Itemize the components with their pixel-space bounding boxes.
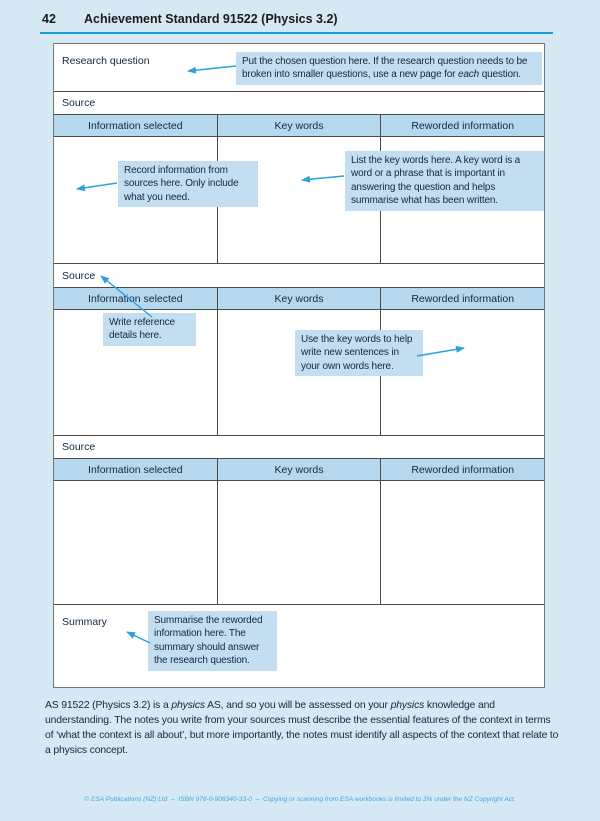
research-question-row: Research question bbox=[54, 44, 544, 91]
entry-cell bbox=[216, 481, 381, 604]
note-text: question. bbox=[479, 69, 521, 81]
header-rule bbox=[40, 32, 553, 34]
entry-cell bbox=[380, 481, 544, 604]
source-row-2: Source bbox=[54, 263, 544, 287]
column-header-information-selected: Information selected bbox=[54, 115, 217, 136]
note-record-information: Record information from sources here. On… bbox=[118, 161, 258, 208]
column-header-key-words: Key words bbox=[216, 115, 381, 136]
entry-cell bbox=[54, 481, 217, 604]
column-header-reworded-information: Reworded information bbox=[380, 115, 545, 136]
research-question-label: Research question bbox=[62, 55, 150, 67]
page-title: Achievement Standard 91522 (Physics 3.2) bbox=[84, 12, 338, 26]
source-label: Source bbox=[62, 269, 96, 282]
note-text: Put the chosen question here. If the res… bbox=[242, 56, 528, 81]
column-header-reworded-information: Reworded information bbox=[380, 459, 545, 480]
note-reference-details: Write reference details here. bbox=[103, 313, 196, 346]
note-key-words: List the key words here. A key word is a… bbox=[345, 151, 544, 211]
column-header-information-selected: Information selected bbox=[54, 288, 217, 309]
column-header-row-3: Information selected Key words Reworded … bbox=[54, 458, 545, 481]
paragraph-text-italic: physics bbox=[390, 700, 425, 711]
note-new-sentences: Use the key words to help write new sent… bbox=[295, 330, 423, 377]
explanatory-paragraph: AS 91522 (Physics 3.2) is a physics AS, … bbox=[45, 699, 561, 759]
column-header-reworded-information: Reworded information bbox=[380, 288, 545, 309]
column-header-key-words: Key words bbox=[216, 459, 381, 480]
note-summary: Summarise the reworded information here.… bbox=[148, 611, 277, 671]
paragraph-text: AS 91522 (Physics 3.2) is a bbox=[45, 700, 172, 711]
note-text-italic: each bbox=[457, 69, 480, 81]
source-row-1: Source bbox=[54, 91, 544, 114]
source-label: Source bbox=[62, 97, 96, 109]
paragraph-text: AS, and so you will be assessed on your bbox=[204, 700, 391, 711]
summary-row: Summary bbox=[54, 604, 544, 687]
source-row-3: Source bbox=[54, 435, 544, 458]
column-header-row-2: Information selected Key words Reworded … bbox=[54, 287, 545, 310]
column-header-row-1: Information selected Key words Reworded … bbox=[54, 114, 545, 137]
summary-label: Summary bbox=[62, 616, 107, 628]
column-header-key-words: Key words bbox=[216, 288, 381, 309]
source-label: Source bbox=[62, 441, 96, 453]
column-header-information-selected: Information selected bbox=[54, 459, 217, 480]
paragraph-text-italic: physics bbox=[171, 700, 205, 711]
note-research-question: Put the chosen question here. If the res… bbox=[236, 52, 542, 85]
paragraph-text: knowledge and understanding. The notes y… bbox=[45, 700, 559, 756]
entry-cell bbox=[216, 310, 381, 435]
page-number: 42 bbox=[42, 12, 56, 26]
copyright-footer: © ESA Publications (NZ) Ltd – ISBN 978-0… bbox=[84, 796, 516, 803]
entry-row-3 bbox=[54, 481, 544, 604]
